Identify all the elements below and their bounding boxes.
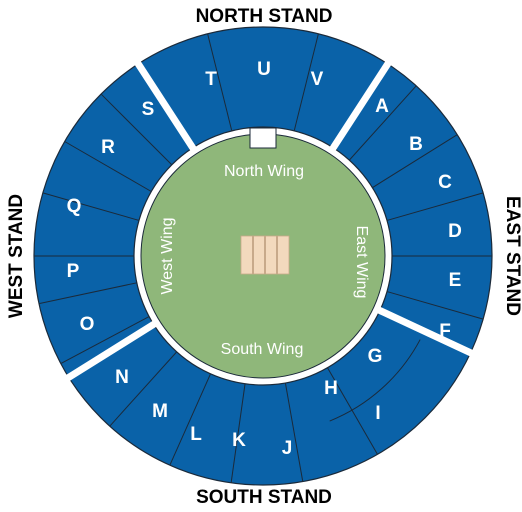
block-N[interactable]: N: [115, 367, 129, 388]
block-O[interactable]: O: [80, 314, 95, 335]
cricket-pitch: [240, 235, 290, 275]
west-stand-label: WEST STAND: [6, 194, 27, 318]
block-S[interactable]: S: [142, 99, 155, 120]
block-M[interactable]: M: [152, 401, 168, 422]
block-P[interactable]: P: [67, 261, 80, 282]
block-D[interactable]: D: [448, 221, 462, 242]
north-stand-label: NORTH STAND: [196, 6, 333, 27]
block-I[interactable]: I: [375, 403, 380, 424]
block-F[interactable]: F: [439, 321, 451, 342]
south-stand-label: SOUTH STAND: [196, 487, 332, 508]
block-H[interactable]: H: [324, 378, 338, 399]
block-L[interactable]: L: [190, 424, 202, 445]
south-wing-label: South Wing: [221, 341, 304, 358]
block-G[interactable]: G: [368, 346, 383, 367]
east-wing-label: East Wing: [353, 226, 370, 299]
block-dividers: [34, 33, 492, 483]
west-wing-label: West Wing: [159, 217, 176, 294]
block-B[interactable]: B: [409, 134, 423, 155]
block-C[interactable]: C: [438, 172, 452, 193]
block-V[interactable]: V: [311, 69, 324, 90]
east-stand-label: EAST STAND: [502, 196, 522, 316]
block-T[interactable]: T: [205, 69, 217, 90]
tunnel-notch: [249, 127, 277, 149]
stand-gaps: [63, 58, 476, 383]
block-K[interactable]: K: [232, 430, 246, 451]
block-J[interactable]: J: [282, 438, 293, 459]
block-E[interactable]: E: [449, 270, 462, 291]
block-Q[interactable]: Q: [67, 196, 82, 217]
block-U[interactable]: U: [257, 59, 271, 80]
block-A[interactable]: A: [375, 96, 389, 117]
block-R[interactable]: R: [101, 137, 115, 158]
north-wing-label: North Wing: [224, 163, 304, 180]
